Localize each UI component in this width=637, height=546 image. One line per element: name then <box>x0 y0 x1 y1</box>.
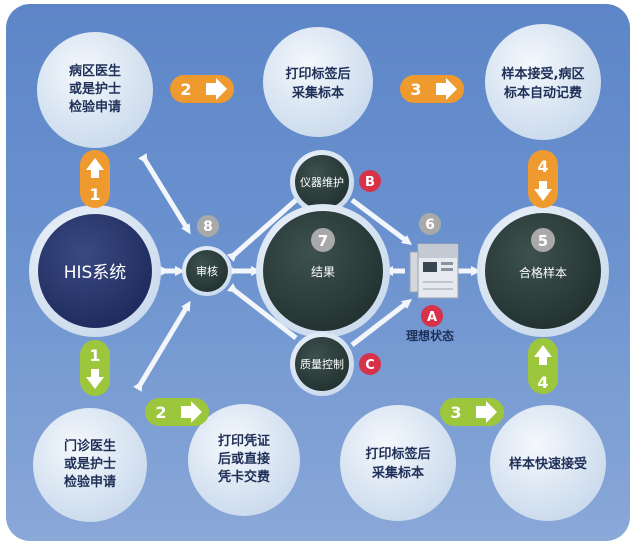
arrow-qc-review <box>226 282 298 340</box>
node-qualified-label: 合格样本 <box>519 265 567 280</box>
badge-5-number: 5 <box>538 232 548 250</box>
node-qualified: 合格样本 <box>477 205 609 337</box>
arrow-maint-review <box>226 198 298 263</box>
node-top-mid-line2: 采集标本 <box>291 85 344 101</box>
arrow-down-icon <box>534 181 552 201</box>
step-bot-3: 3 <box>440 398 504 426</box>
node-bot-right-a-line1: 打印标签后 <box>365 446 430 462</box>
arrow-topleft-review <box>138 153 191 235</box>
step-top-4-number: 4 <box>537 157 548 176</box>
step-top-1: 1 <box>80 150 110 208</box>
badge-7-number: 7 <box>318 232 328 250</box>
step-top-2: 2 <box>170 75 234 103</box>
node-bot-left: 门诊医生 或是护士 检验申请 <box>33 408 147 522</box>
node-top-left-line1: 病区医生 <box>69 63 121 79</box>
step-bot-1-number: 1 <box>89 346 100 365</box>
node-bot-left-line2: 或是护士 <box>64 456 116 472</box>
node-his-label: HIS系统 <box>64 263 127 283</box>
step-bot-4: 4 <box>528 338 558 394</box>
node-top-left-line3: 检验申请 <box>69 99 121 115</box>
node-bot-mid-line2: 后或直接 <box>218 451 270 467</box>
ideal-state-label: 理想状态 <box>406 328 454 343</box>
badge-8: 8 <box>197 215 219 237</box>
node-top-right-line2: 标本自动记费 <box>503 85 582 101</box>
node-top-right-line1: 样本接受,病区 <box>502 66 585 82</box>
node-bot-mid: 打印凭证 后或直接 凭卡交费 <box>188 404 300 516</box>
node-top-mid-line1: 打印标签后 <box>285 66 350 82</box>
node-top-mid: 打印标签后 采集标本 <box>263 27 373 137</box>
letter-b: B <box>359 170 381 192</box>
node-result: 结果 <box>256 204 390 338</box>
step-bot-1: 1 <box>80 340 110 396</box>
letter-a-label: A <box>427 310 437 325</box>
node-top-left-line2: 或是护士 <box>69 81 121 97</box>
node-qc-label: 质量控制 <box>300 357 344 371</box>
arrow-up-icon <box>534 345 552 365</box>
step-bot-4-number: 4 <box>537 373 548 392</box>
node-bot-right-a: 打印标签后 采集标本 <box>340 405 456 521</box>
badge-6: 6 <box>419 213 441 235</box>
step-bot-2-number: 2 <box>155 403 166 422</box>
node-review-label: 审核 <box>196 264 218 278</box>
step-top-4: 4 <box>528 150 558 208</box>
node-result-label: 结果 <box>311 265 335 279</box>
badge-6-number: 6 <box>425 217 435 233</box>
arrow-right-icon <box>206 78 227 100</box>
letter-c-label: C <box>365 358 375 373</box>
node-top-left: 病区医生 或是护士 检验申请 <box>37 32 153 148</box>
node-his: HIS系统 <box>29 205 161 337</box>
step-top-1-number: 1 <box>89 185 100 204</box>
step-top-2-number: 2 <box>180 80 191 99</box>
arrow-right-icon <box>476 401 497 423</box>
arrow-maint-instrument <box>350 198 412 245</box>
step-bot-2: 2 <box>145 398 209 426</box>
arrow-botleft-review <box>133 300 191 392</box>
badge-5: 5 <box>531 228 555 252</box>
node-bot-left-line1: 门诊医生 <box>64 438 116 454</box>
letter-c: C <box>359 353 381 375</box>
arrow-up-icon <box>86 158 104 178</box>
node-bot-left-line3: 检验申请 <box>64 474 116 490</box>
arrow-qc-instrument <box>350 298 412 347</box>
node-bot-right-b: 样本快速接受 <box>490 405 606 521</box>
node-bot-mid-line1: 打印凭证 <box>218 433 270 449</box>
connectors <box>133 153 481 392</box>
node-bot-mid-line3: 凭卡交费 <box>217 469 270 485</box>
analyzer-instrument-icon <box>409 243 459 299</box>
node-bot-right-a-line2: 采集标本 <box>371 465 424 481</box>
step-top-3: 3 <box>400 75 464 103</box>
arrow-right-icon <box>181 401 202 423</box>
node-maintenance-label: 仪器维护 <box>300 175 344 189</box>
node-review: 审核 <box>182 246 232 296</box>
letter-b-label: B <box>365 175 375 190</box>
badge-8-number: 8 <box>203 219 213 235</box>
letter-a: A <box>421 305 443 327</box>
node-qc: 质量控制 <box>290 332 354 396</box>
node-maintenance: 仪器维护 <box>290 150 354 214</box>
badge-7: 7 <box>311 228 335 252</box>
step-top-3-number: 3 <box>410 80 421 99</box>
step-bot-3-number: 3 <box>450 403 461 422</box>
node-top-right: 样本接受,病区 标本自动记费 <box>485 24 601 140</box>
arrow-right-icon <box>436 78 457 100</box>
node-bot-right-b-label: 样本快速接受 <box>509 456 587 472</box>
arrow-down-icon <box>86 369 104 389</box>
